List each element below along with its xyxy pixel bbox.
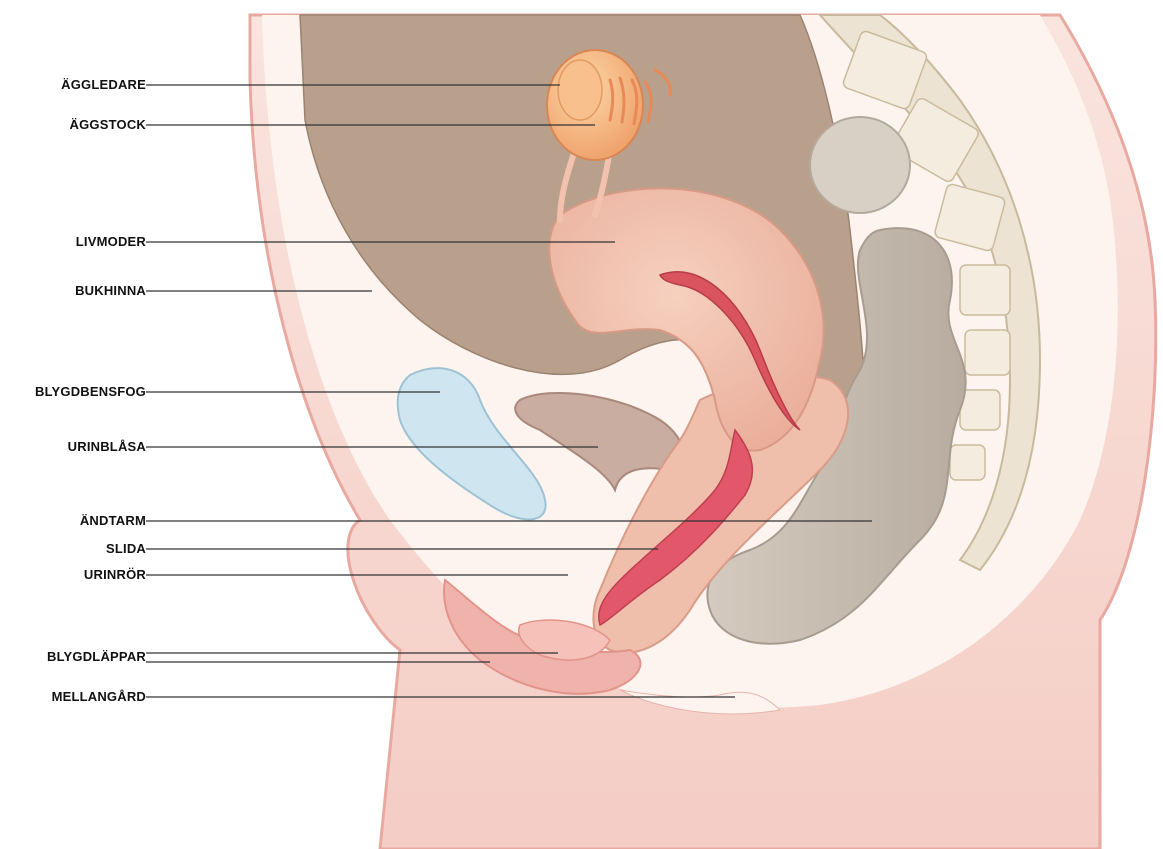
label-aggledare: ÄGGLEDARE (0, 77, 146, 93)
label-urinblasa: URINBLÅSA (0, 439, 146, 455)
label-livmoder: LIVMODER (0, 234, 146, 250)
label-blygdlappar: BLYGDLÄPPAR (0, 649, 146, 665)
label-aggstock: ÄGGSTOCK (0, 117, 146, 133)
label-mellangard: MELLANGÅRD (0, 689, 146, 705)
label-slida: SLIDA (0, 541, 146, 557)
label-blygdbensfog: BLYGDBENSFOG (0, 384, 146, 400)
label-urinror: URINRÖR (0, 567, 146, 583)
bowel-loop (810, 117, 910, 213)
label-andtarm: ÄNDTARM (0, 513, 146, 529)
ovary-inner (558, 60, 602, 120)
label-bukhinna: BUKHINNA (0, 283, 146, 299)
